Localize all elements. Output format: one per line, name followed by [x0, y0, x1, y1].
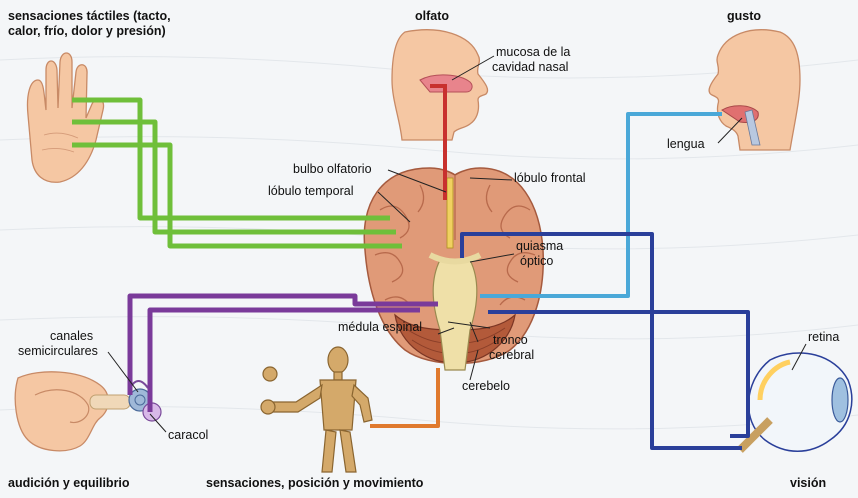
lobulo-frontal-label: lóbulo frontal	[514, 171, 586, 186]
canales-label-line2: semicirculares	[18, 344, 98, 359]
motion-pathway	[370, 368, 438, 426]
tactile-title-line2: calor, frío, dolor y presión)	[8, 24, 166, 39]
medula-espinal-label: médula espinal	[338, 320, 422, 335]
mannequin-icon	[261, 347, 372, 472]
bulbo-olfatorio-label: bulbo olfatorio	[293, 162, 372, 177]
tronco-label-line2: cerebral	[489, 348, 534, 363]
retina-label: retina	[808, 330, 839, 345]
mucosa-label-line1: mucosa de la	[496, 45, 570, 60]
cerebelo-label: cerebelo	[462, 379, 510, 394]
ear-icon	[15, 372, 161, 451]
gusto-title: gusto	[727, 9, 761, 24]
canales-label-line1: canales	[50, 329, 93, 344]
vision-caption: visión	[790, 476, 826, 491]
lobulo-temporal-label: lóbulo temporal	[268, 184, 353, 199]
audicion-caption: audición y equilibrio	[8, 476, 130, 491]
lengua-label: lengua	[667, 137, 705, 152]
quiasma-label-line1: quiasma	[516, 239, 563, 254]
olfato-title: olfato	[415, 9, 449, 24]
hand-icon	[27, 53, 103, 182]
tactile-title-line1: sensaciones táctiles (tacto,	[8, 9, 171, 24]
sensaciones-posicion-caption: sensaciones, posición y movimiento	[206, 476, 423, 491]
head-icon	[709, 30, 800, 150]
mucosa-label-line2: cavidad nasal	[492, 60, 568, 75]
tronco-label-line1: tronco	[493, 333, 528, 348]
eye-icon	[740, 353, 852, 451]
caracol-label: caracol	[168, 428, 208, 443]
quiasma-label-line2: óptico	[520, 254, 553, 269]
